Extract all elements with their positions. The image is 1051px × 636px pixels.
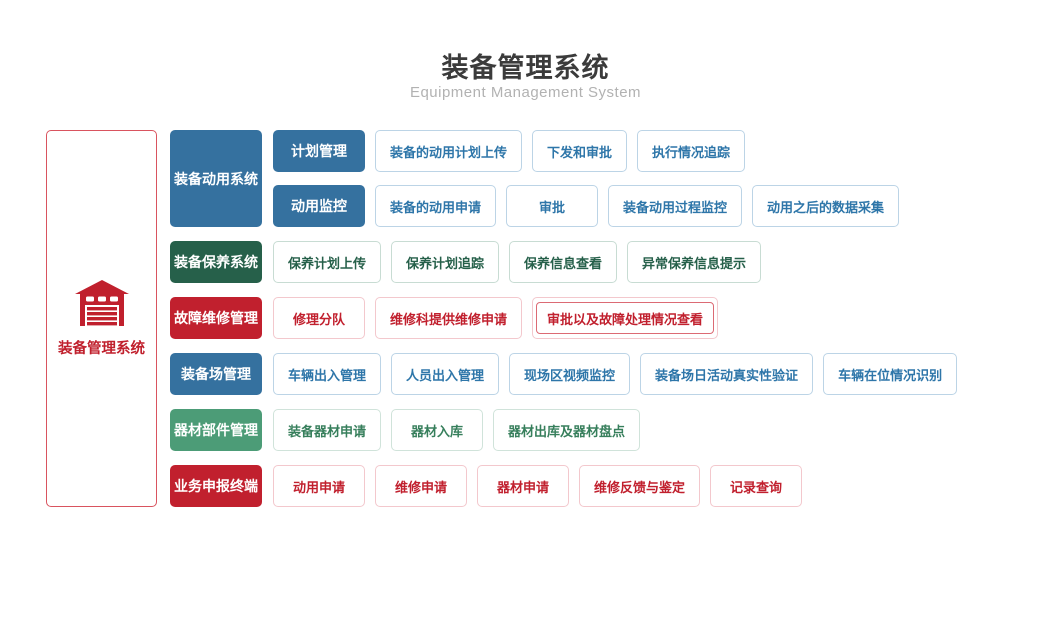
item-row: 动用监控装备的动用申请审批装备动用过程监控动用之后的数据采集 <box>273 185 900 227</box>
root-system-label: 装备管理系统 <box>58 341 145 357</box>
category-equipment-mobilization-system: 装备动用系统 <box>170 130 262 227</box>
root-system-panel: 装备管理系统 <box>46 130 157 507</box>
group-rows: 保养计划上传保养计划追踪保养信息查看异常保养信息提示 <box>273 241 762 283</box>
item-row: 装备器材申请器材入库器材出库及器材盘点 <box>273 409 641 451</box>
item-row: 计划管理装备的动用计划上传下发和审批执行情况追踪 <box>273 130 899 172</box>
warehouse-icon <box>74 279 129 327</box>
item-box-inner: 审批以及故障处理情况查看 <box>536 302 715 334</box>
group-rows: 车辆出入管理人员出入管理现场区视频监控装备场日活动真实性验证车辆在位情况识别 <box>273 353 958 395</box>
item-row: 修理分队维修科提供维修申请审批以及故障处理情况查看 <box>273 297 719 339</box>
page-subtitle: Equipment Management System <box>409 84 642 101</box>
category-equipment-maintenance-system: 装备保养系统 <box>170 241 262 283</box>
item-box: 维修申请 <box>375 465 467 507</box>
item-box: 执行情况追踪 <box>637 130 746 172</box>
item-box: 审批以及故障处理情况查看 <box>532 297 719 339</box>
subcategory-mobilization-monitoring: 动用监控 <box>273 185 365 227</box>
item-box: 器材入库 <box>391 409 484 451</box>
item-box: 器材申请 <box>477 465 569 507</box>
item-box: 装备场日活动真实性验证 <box>640 353 814 395</box>
item-box: 车辆在位情况识别 <box>823 353 958 395</box>
group-fault-repair-management: 故障维修管理修理分队维修科提供维修申请审批以及故障处理情况查看 <box>170 297 957 339</box>
group-rows: 修理分队维修科提供维修申请审批以及故障处理情况查看 <box>273 297 719 339</box>
item-box: 下发和审批 <box>532 130 628 172</box>
item-row: 动用申请维修申请器材申请维修反馈与鉴定记录查询 <box>273 465 803 507</box>
item-box: 人员出入管理 <box>391 353 500 395</box>
item-box: 异常保养信息提示 <box>627 241 762 283</box>
item-row: 车辆出入管理人员出入管理现场区视频监控装备场日活动真实性验证车辆在位情况识别 <box>273 353 958 395</box>
item-box: 装备器材申请 <box>273 409 382 451</box>
category-material-parts-management: 器材部件管理 <box>170 409 262 451</box>
category-equipment-yard-management: 装备场管理 <box>170 353 262 395</box>
item-box: 动用之后的数据采集 <box>752 185 900 227</box>
category-business-declaration-terminal: 业务申报终端 <box>170 465 262 507</box>
item-box: 器材出库及器材盘点 <box>493 409 641 451</box>
item-box: 保养信息查看 <box>509 241 618 283</box>
item-box: 动用申请 <box>273 465 365 507</box>
item-box: 保养计划上传 <box>273 241 382 283</box>
item-box: 装备动用过程监控 <box>608 185 743 227</box>
item-box: 车辆出入管理 <box>273 353 382 395</box>
item-row: 保养计划上传保养计划追踪保养信息查看异常保养信息提示 <box>273 241 762 283</box>
group-equipment-mobilization-system: 装备动用系统计划管理装备的动用计划上传下发和审批执行情况追踪动用监控装备的动用申… <box>170 130 957 227</box>
category-fault-repair-management: 故障维修管理 <box>170 297 262 339</box>
group-material-parts-management: 器材部件管理装备器材申请器材入库器材出库及器材盘点 <box>170 409 957 451</box>
diagram-groups: 装备动用系统计划管理装备的动用计划上传下发和审批执行情况追踪动用监控装备的动用申… <box>170 130 958 507</box>
item-box: 记录查询 <box>710 465 803 507</box>
page-title: 装备管理系统 <box>441 53 610 83</box>
item-box: 装备的动用计划上传 <box>375 130 523 172</box>
item-box: 修理分队 <box>273 297 365 339</box>
subcategory-plan-management: 计划管理 <box>273 130 365 172</box>
group-rows: 计划管理装备的动用计划上传下发和审批执行情况追踪动用监控装备的动用申请审批装备动… <box>273 130 900 227</box>
item-box: 装备的动用申请 <box>375 185 497 227</box>
group-business-declaration-terminal: 业务申报终端动用申请维修申请器材申请维修反馈与鉴定记录查询 <box>170 465 957 507</box>
item-box: 维修科提供维修申请 <box>375 297 523 339</box>
item-box: 保养计划追踪 <box>391 241 500 283</box>
group-rows: 装备器材申请器材入库器材出库及器材盘点 <box>273 409 641 451</box>
group-equipment-maintenance-system: 装备保养系统保养计划上传保养计划追踪保养信息查看异常保养信息提示 <box>170 241 957 283</box>
item-box: 审批 <box>506 185 599 227</box>
item-box: 现场区视频监控 <box>509 353 631 395</box>
group-rows: 动用申请维修申请器材申请维修反馈与鉴定记录查询 <box>273 465 803 507</box>
group-equipment-yard-management: 装备场管理车辆出入管理人员出入管理现场区视频监控装备场日活动真实性验证车辆在位情… <box>170 353 958 395</box>
item-box: 维修反馈与鉴定 <box>579 465 701 507</box>
